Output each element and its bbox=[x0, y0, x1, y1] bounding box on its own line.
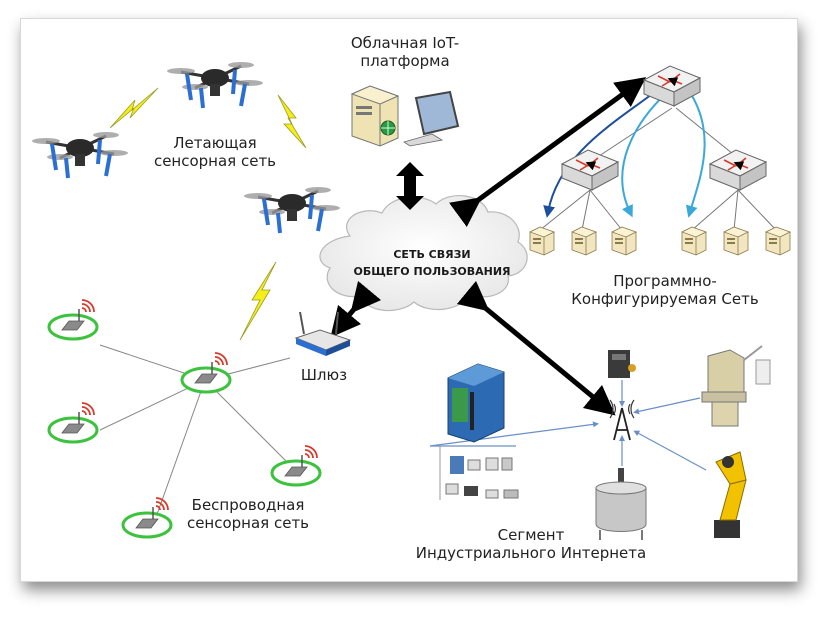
sdn-host-server-icon bbox=[529, 226, 555, 256]
drone-icon bbox=[165, 60, 265, 110]
gateway-label-text: Шлюз bbox=[300, 366, 348, 384]
industrial-reactor-tank-icon bbox=[595, 468, 647, 540]
industrial-servo-motor-icon bbox=[608, 350, 636, 378]
wireless-link-bolt-icon bbox=[109, 87, 307, 341]
sdn-host-server-icon bbox=[681, 226, 707, 256]
iot-platform-label-line1: Облачная IoT- bbox=[350, 34, 460, 52]
sdn-label: Программно- Конфигурируемая Сеть bbox=[560, 272, 770, 308]
flying-network-label-line2: сенсорная сеть bbox=[153, 152, 277, 170]
public-network-label-line1: СЕТЬ СВЯЗИ bbox=[393, 248, 471, 261]
public-network-label: СЕТЬ СВЯЗИ ОБЩЕГО ПОЛЬЗОВАНИЯ bbox=[352, 246, 512, 280]
data-flow-arrows bbox=[330, 77, 647, 416]
wireless-sensor-node bbox=[121, 496, 173, 539]
gateway-label: Шлюз bbox=[294, 366, 354, 384]
flying-network-label: Летающая сенсорная сеть bbox=[140, 134, 290, 170]
industrial-bus-devices-icon bbox=[430, 445, 519, 500]
wireless-sensor-node bbox=[180, 351, 232, 394]
flying-network-label-line1: Летающая bbox=[173, 134, 257, 152]
sdn-host-server-icon bbox=[611, 226, 637, 256]
industrial-links bbox=[429, 380, 707, 471]
iot-platform-label: Облачная IoT- платформа bbox=[330, 34, 480, 70]
industrial-milling-machine-icon bbox=[701, 345, 771, 427]
drone-icon bbox=[30, 130, 130, 180]
sdn-links bbox=[539, 107, 777, 231]
wireless-sensor-node bbox=[47, 298, 99, 341]
drone-icon bbox=[242, 185, 342, 235]
sdn-host-server-icon bbox=[765, 226, 791, 256]
industrial-segment-label: Сегмент Индустриального Интернета bbox=[386, 526, 676, 562]
sdn-host-server-icon bbox=[723, 226, 749, 256]
iot-platform-label-line2: платформа bbox=[360, 52, 450, 70]
public-network-label-line2: ОБЩЕГО ПОЛЬЗОВАНИЯ bbox=[353, 265, 511, 278]
industrial-robot-arm-icon bbox=[714, 451, 747, 538]
sdn-label-line1: Программно- bbox=[613, 272, 717, 290]
cloud-server-computer-icon bbox=[350, 85, 460, 147]
sdn-label-line2: Конфигурируемая Сеть bbox=[571, 290, 759, 308]
industrial-plc-controller-icon bbox=[447, 363, 505, 443]
wireless-network-label-line2: сенсорная сеть bbox=[186, 514, 310, 532]
gateway-router-icon bbox=[294, 311, 352, 356]
sdn-host-server-icon bbox=[571, 226, 597, 256]
wireless-network-label: Беспроводная сенсорная сеть bbox=[178, 496, 318, 532]
sdn-switch-icon bbox=[710, 150, 766, 190]
sdn-core-switch-icon bbox=[644, 66, 700, 106]
sdn-switch-icon bbox=[562, 150, 618, 190]
wireless-sensor-node bbox=[47, 401, 99, 444]
wireless-sensor-node bbox=[270, 444, 322, 487]
industrial-wireless-tower-icon bbox=[609, 399, 635, 441]
industrial-segment-label-line1: Сегмент bbox=[497, 526, 565, 544]
industrial-segment-label-line2: Индустриального Интернета bbox=[415, 544, 647, 562]
wireless-network-label-line1: Беспроводная bbox=[191, 496, 305, 514]
